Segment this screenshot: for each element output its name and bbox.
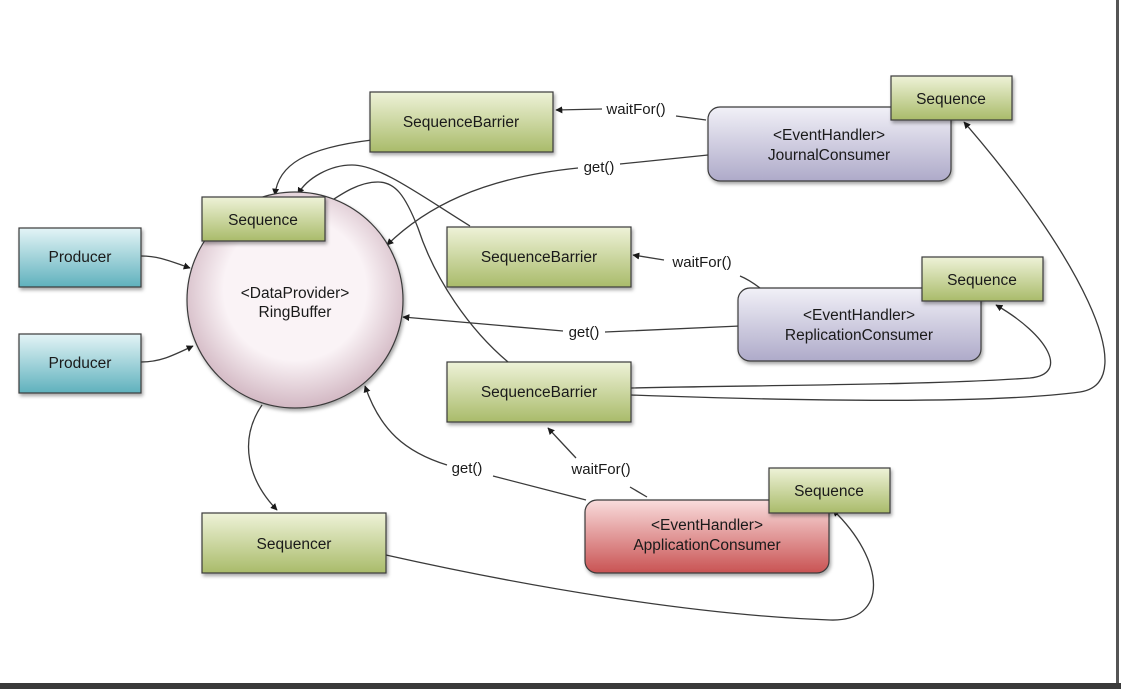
edge-barrier-3-to-replication-sequence [630,304,1052,389]
label-replication-get: get() [569,324,600,341]
producer-node-1: Producer [18,227,142,288]
edge-sequencer-to-application-sequence [385,509,875,621]
label-journal-get: get() [584,159,615,176]
edge-journal-wait-for [556,109,707,121]
producer-node-2: Producer [18,333,142,394]
edge-journal-get [387,154,709,245]
edges [140,109,1106,621]
frame-right-edge [1116,0,1119,689]
nodes: Producer Producer <DataProvider> RingBuf… [18,75,1044,574]
edge-replication-wait-for [633,255,761,289]
application-consumer-line-1: <EventHandler> [651,517,763,534]
edge-producer-2-to-ring [140,345,194,363]
ring-buffer-node: <DataProvider> RingBuffer [186,191,404,409]
ring-sequence-label: Sequence [228,212,298,229]
application-consumer-node: <EventHandler> ApplicationConsumer [584,499,830,574]
replication-sequence-box [921,256,1044,302]
replication-sequence-node: Sequence [921,256,1044,302]
sequencer-node: Sequencer [201,512,387,574]
journal-consumer-line-2: JournalConsumer [768,147,890,164]
edge-producer-1-to-ring [140,255,191,270]
edge-application-get [365,386,587,501]
journal-sequence-node: Sequence [890,75,1013,121]
replication-sequence-label: Sequence [947,272,1017,289]
application-consumer-box [584,499,830,574]
application-sequence-box [768,467,891,514]
edge-barrier-3-to-journal-sequence [630,121,1106,401]
ring-sequence-box [201,196,326,242]
sequence-barrier-node-1: SequenceBarrier [369,91,554,153]
sequencer-node-label: Sequencer [257,536,332,553]
sequencer-node-box [201,512,387,574]
sequence-barrier-node-2-box [446,226,632,288]
frame-bottom-edge [0,683,1121,689]
edge-replication-get [403,317,741,333]
journal-consumer-box [707,106,952,182]
sequence-barrier-node-2: SequenceBarrier [446,226,632,288]
sequence-barrier-node-1-label: SequenceBarrier [403,114,519,131]
label-replication-wait-for: waitFor() [671,254,731,271]
application-sequence-label: Sequence [794,483,864,500]
edge-labels: waitFor() get() waitFor() get() waitFor(… [452,101,732,478]
ring-sequence-node: Sequence [201,196,326,242]
ring-buffer-line-1: <DataProvider> [241,285,350,302]
replication-consumer-node: <EventHandler> ReplicationConsumer [737,287,982,362]
journal-consumer-node: <EventHandler> JournalConsumer [707,106,952,182]
replication-consumer-box [737,287,982,362]
label-application-wait-for: waitFor() [570,461,630,478]
sequence-barrier-node-3: SequenceBarrier [446,361,632,423]
edge-barrier-3-to-sequence [324,181,509,363]
edge-application-wait-for [548,428,648,498]
journal-sequence-label: Sequence [916,91,986,108]
edge-ring-to-sequencer [247,404,278,511]
sequence-barrier-node-1-box [369,91,554,153]
edge-barrier-2-to-sequence [297,164,471,227]
application-consumer-line-2: ApplicationConsumer [633,537,780,554]
label-application-get: get() [452,460,483,477]
sequence-barrier-node-3-box [446,361,632,423]
ring-buffer-circle [186,191,404,409]
ring-buffer-line-2: RingBuffer [259,304,332,321]
producer-node-1-label: Producer [49,249,112,266]
sequence-barrier-node-3-label: SequenceBarrier [481,384,597,401]
replication-consumer-line-1: <EventHandler> [803,307,915,324]
label-journal-wait-for: waitFor() [605,101,665,118]
producer-node-1-box [18,227,142,288]
producer-node-2-label: Producer [49,355,112,372]
sequence-barrier-node-2-label: SequenceBarrier [481,249,597,266]
journal-sequence-box [890,75,1013,121]
producer-node-2-box [18,333,142,394]
application-sequence-node: Sequence [768,467,891,514]
edge-barrier-1-to-sequence [272,139,373,196]
journal-consumer-line-1: <EventHandler> [773,127,885,144]
replication-consumer-line-2: ReplicationConsumer [785,327,933,344]
